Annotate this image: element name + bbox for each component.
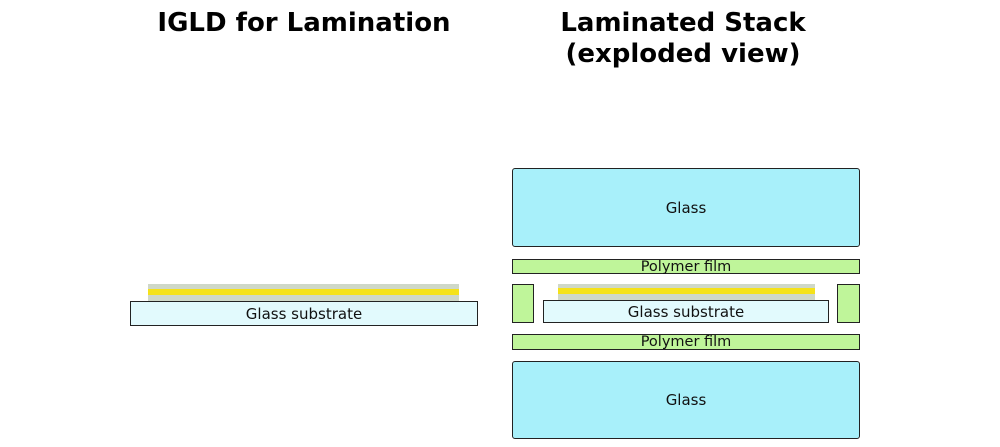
top-polymer-film-label: Polymer film bbox=[640, 258, 732, 275]
left-glass-substrate: Glass substrate bbox=[130, 301, 478, 326]
stack-glass-substrate: Glass substrate bbox=[543, 300, 829, 323]
top-glass-label: Glass bbox=[665, 198, 707, 217]
left-coating-yellow-layer bbox=[148, 289, 459, 295]
top-polymer-film: Polymer film bbox=[512, 259, 860, 274]
right-title-line1: Laminated Stack bbox=[560, 8, 806, 38]
stack-coating-bottom-layer bbox=[558, 294, 815, 300]
bottom-glass-label: Glass bbox=[665, 391, 707, 409]
right-title-line2: (exploded view) bbox=[565, 39, 801, 69]
right-film-spacer bbox=[837, 284, 860, 323]
left-coating-top-layer bbox=[148, 284, 459, 289]
stack-coating-top-layer bbox=[558, 284, 815, 288]
stack-glass-substrate-label: Glass substrate bbox=[627, 302, 745, 321]
left-coating-bottom-layer bbox=[148, 295, 459, 301]
left-film-spacer bbox=[512, 284, 534, 323]
bottom-polymer-film: Polymer film bbox=[512, 334, 860, 350]
bottom-polymer-film-label: Polymer film bbox=[640, 334, 732, 350]
left-title: IGLD for Lamination bbox=[157, 8, 451, 38]
top-glass: Glass bbox=[512, 168, 860, 247]
bottom-glass: Glass bbox=[512, 361, 860, 439]
left-glass-substrate-label: Glass substrate bbox=[245, 304, 363, 323]
right-title: Laminated Stack (exploded view) bbox=[512, 8, 854, 70]
stack-coating-yellow-layer bbox=[558, 288, 815, 294]
